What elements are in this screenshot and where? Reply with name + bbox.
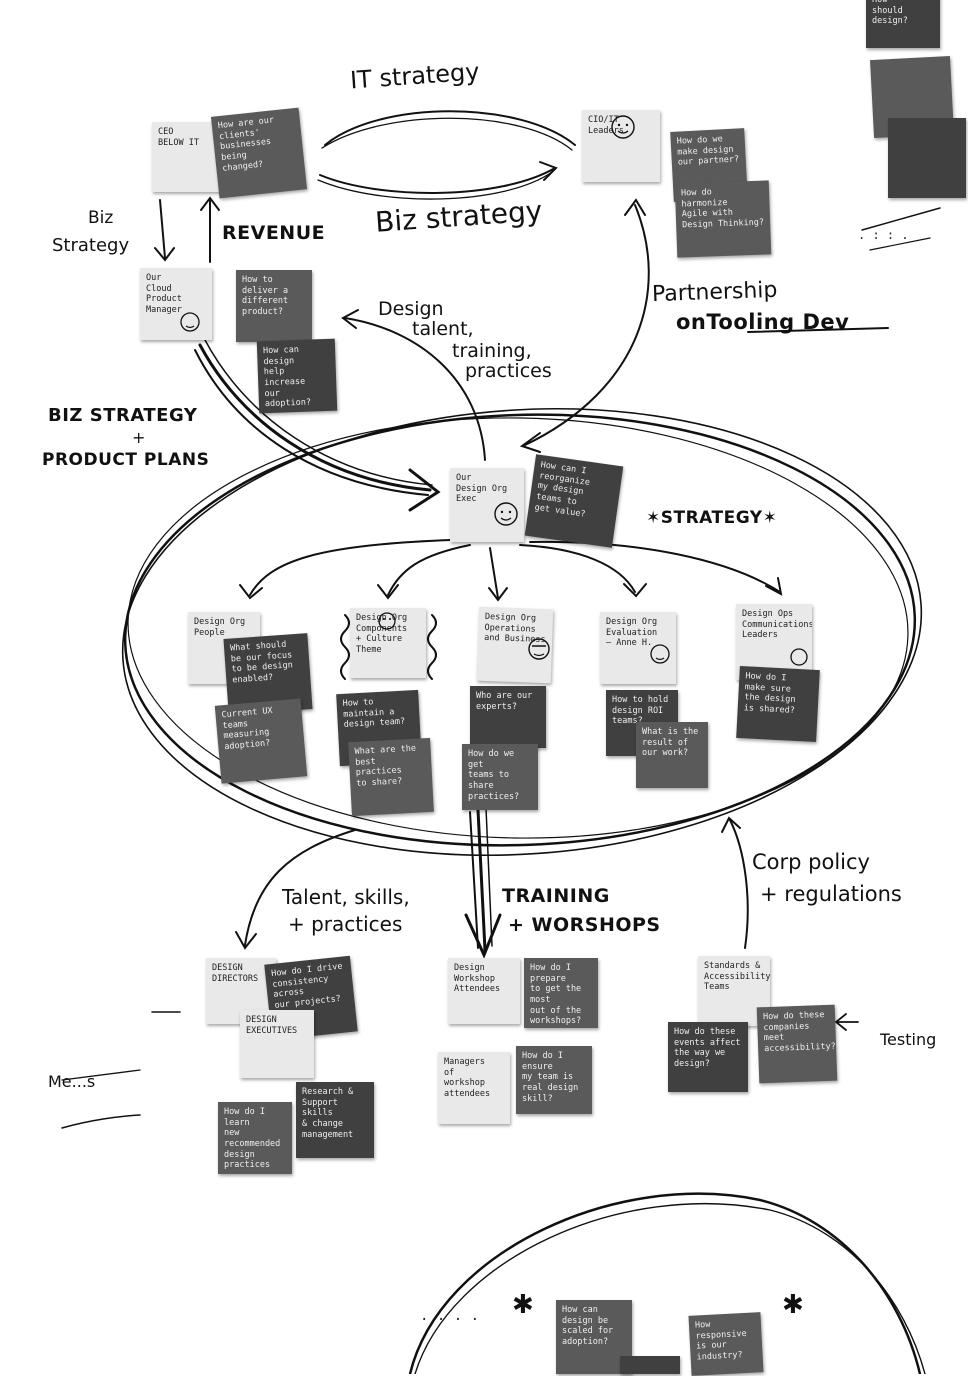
biz-strategy-left-label-1: Biz <box>88 208 114 228</box>
design-talent-label-4: practices <box>465 360 552 382</box>
training-label-2: + WORSHOPS <box>508 914 661 936</box>
dotted-marks: . . . . <box>420 1308 480 1324</box>
talent-skills-label-1: Talent, skills, <box>282 885 410 909</box>
training-label-1: TRAINING <box>502 885 610 907</box>
sticky-note-standards-question: How do these events affect the way we de… <box>668 1022 748 1092</box>
bottom-arc <box>408 1192 922 1374</box>
training-arrow <box>476 808 487 952</box>
sticky-note-team-culture: Design Org Components + Culture Theme <box>350 608 426 678</box>
sticky-note-bottom-scaled: How can design be scaled for adoption? <box>556 1300 632 1374</box>
sticky-note-product-manager: Our Cloud Product Manager <box>140 268 212 340</box>
biz-product-label-2: + <box>132 428 146 447</box>
sticky-note-cio: CIO/IT Leaders <box>582 110 660 182</box>
asterisk-icon: ✱ <box>512 1290 534 1320</box>
sticky-note-team-people-q2: Current UX teams measuring adoption? <box>214 698 308 784</box>
biz-strategy-arc <box>319 167 556 194</box>
design-talent-arrow <box>344 317 486 461</box>
right-fragment-label: Testing <box>880 1030 937 1049</box>
product-face-icon <box>180 312 200 332</box>
sticky-note-bottom-industry: How responsive is our industry? <box>688 1312 764 1376</box>
design-talent-label-2: talent, <box>412 318 474 340</box>
sticky-note-workshop-attendees: Design Workshop Attendees <box>448 958 520 1024</box>
sticky-note-design-executives: DESIGN EXECUTIVES <box>240 1010 314 1078</box>
sticky-note-team-operations-q1: Who are our experts? <box>470 686 546 748</box>
star-icon: ✶ <box>762 508 778 528</box>
biz-product-label-1: BIZ STRATEGY <box>48 405 198 426</box>
exec-face-icon <box>494 502 518 526</box>
biz-product-label-3: PRODUCT PLANS <box>42 450 210 470</box>
operations-face-icon <box>528 638 550 660</box>
partnership-label-2: onTooling Dev <box>676 310 850 334</box>
partnership-arrow <box>524 204 650 446</box>
strategy-text: STRATEGY <box>660 508 763 528</box>
sticky-note-ceo-question: How are our clients' businesses being ch… <box>210 107 308 199</box>
sticky-note-team-evaluation: Design Org Evaluation — Anne H. <box>600 612 676 684</box>
sticky-note-cio-question-2: How do harmonize Agile with Design Think… <box>674 180 772 258</box>
dotted-marks: . : : . <box>858 228 909 242</box>
sticky-note-bottom-hidden <box>620 1356 680 1374</box>
talent-arrow <box>244 829 356 946</box>
biz-strategy-left-label-2: Strategy <box>52 235 130 256</box>
sticky-note-product-question-1: How to deliver a different product? <box>236 270 312 342</box>
culture-face-icon <box>378 612 396 630</box>
sticky-note-design-exec-question: How can I reorganize my design teams to … <box>524 454 624 548</box>
it-strategy-arc <box>324 110 576 146</box>
sticky-note-team-operations-q2: How do we get teams to share practices? <box>462 744 538 810</box>
sticky-note-workshop-attendees-q: How do I prepare to get the most out of … <box>524 958 598 1028</box>
sticky-note-team-culture-q2: What are the best practices to share? <box>348 737 434 817</box>
talent-skills-label-2: + practices <box>288 912 403 936</box>
communications-face-icon <box>790 648 808 666</box>
cio-face-icon <box>611 115 635 139</box>
partnership-label-1: Partnership <box>651 277 778 308</box>
sticky-note-team-communications-q: How do I make sure the design is shared? <box>736 665 820 743</box>
corp-policy-label-1: Corp policy <box>752 850 870 874</box>
sticky-note-accessibility-question: How do these companies meet accessibilit… <box>756 1004 838 1084</box>
sticky-note-team-evaluation-q2: What is the result of our work? <box>636 722 708 788</box>
strategy-label: ✶STRATEGY✶ <box>646 508 777 528</box>
design-talent-label-1: Design <box>378 298 444 320</box>
biz-product-arrow <box>198 343 432 492</box>
corp-policy-label-2: + regulations <box>760 882 902 906</box>
sticky-note-product-question-2: How can design help increase our adoptio… <box>256 338 338 414</box>
asterisk-icon: ✱ <box>782 1290 804 1320</box>
sticky-note-research-support: Research & Support skills & change manag… <box>296 1082 374 1158</box>
sticky-note-top-right-blank-2 <box>888 118 966 198</box>
left-fragment-label: Me...s <box>48 1072 96 1091</box>
sticky-note-top-right: How should design? <box>866 0 940 48</box>
strategy-ellipse <box>123 413 917 847</box>
revenue-label: REVENUE <box>222 222 326 244</box>
design-talent-label-3: training, <box>452 340 532 362</box>
sticky-note-learning-question: How do I learn new recommended design pr… <box>218 1102 292 1174</box>
star-icon: ✶ <box>646 508 661 528</box>
corp-policy-arrow <box>729 819 749 949</box>
sticky-note-workshop-managers-q: How do I ensure my team is real design s… <box>516 1046 592 1114</box>
sticky-note-workshop-managers: Managers of workshop attendees <box>438 1052 510 1124</box>
evaluation-face-icon <box>650 644 670 664</box>
